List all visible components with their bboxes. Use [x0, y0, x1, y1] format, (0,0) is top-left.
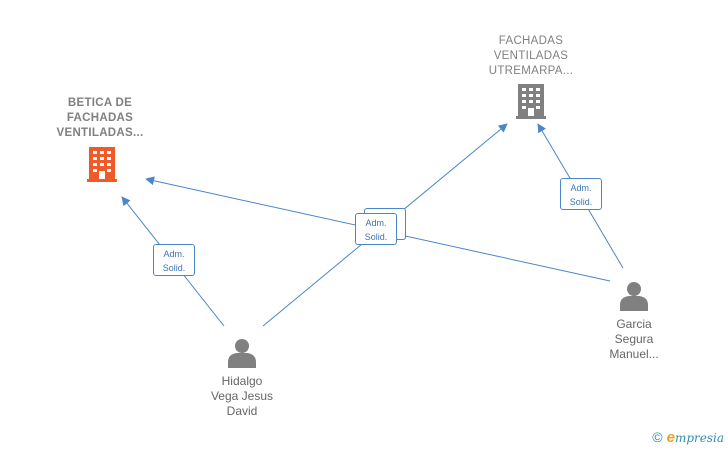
edge-label-line: Adm.	[163, 249, 185, 259]
person-name-line: Manuel...	[609, 347, 659, 361]
edge-label-hidalgo-utremarpa[interactable]: Adm. Solid.	[355, 213, 397, 245]
company-name-line: FACHADAS	[498, 35, 564, 47]
person-name-line: Segura	[614, 332, 654, 346]
company-name-line: FACHADAS	[66, 112, 134, 124]
person-label-garcia[interactable]: Garcia Segura Manuel...	[574, 317, 694, 362]
company-name-line: VENTILADAS...	[56, 127, 144, 139]
company-label-betica[interactable]: BETICA DE FACHADAS VENTILADAS...	[40, 96, 160, 141]
edge-label-line: Solid.	[569, 197, 593, 207]
person-icon[interactable]	[620, 282, 648, 311]
company-name-line: BETICA DE	[67, 97, 133, 109]
person-label-hidalgo[interactable]: Hidalgo Vega Jesus David	[182, 374, 302, 419]
edge-label-garcia-utremarpa[interactable]: Adm. Solid.	[560, 178, 602, 210]
copyright-symbol: ©	[652, 429, 663, 445]
building-icon[interactable]	[516, 84, 546, 119]
person-icon[interactable]	[228, 339, 256, 368]
brand-logo-name: mpresia	[674, 431, 724, 445]
edge-label-line: Solid.	[162, 263, 186, 273]
person-name-line: David	[226, 404, 258, 418]
person-name-line: Garcia	[616, 317, 652, 331]
company-name-line: VENTILADAS	[493, 50, 569, 62]
edge-label-line: Solid.	[364, 232, 388, 242]
edge-label-line: Adm.	[570, 183, 592, 193]
company-name-line: UTREMARPA...	[488, 65, 574, 77]
company-label-utremarpa[interactable]: FACHADAS VENTILADAS UTREMARPA...	[471, 34, 591, 79]
person-name-line: Vega Jesus	[210, 389, 274, 403]
brand-logo-initial: e	[666, 429, 675, 446]
footer-brand[interactable]: ©empresia	[652, 429, 724, 446]
edge-label-line: Adm.	[365, 218, 387, 228]
person-name-line: Hidalgo	[221, 374, 263, 388]
building-icon[interactable]	[87, 147, 117, 182]
edge-label-hidalgo-betica[interactable]: Adm. Solid.	[153, 244, 195, 276]
